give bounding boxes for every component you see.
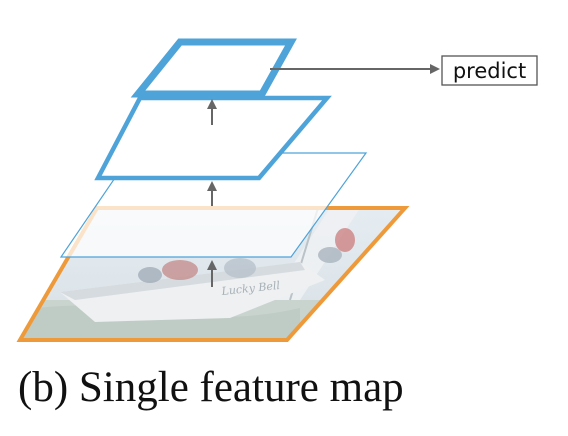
feature-map-middle [94,95,332,181]
predict-label: predict [453,59,526,83]
photo-boat-text: Lucky Bell [220,279,281,298]
figure-caption: (b) Single feature map [18,364,404,411]
feature-map-top [130,38,297,98]
predict-box: predict [441,55,538,86]
